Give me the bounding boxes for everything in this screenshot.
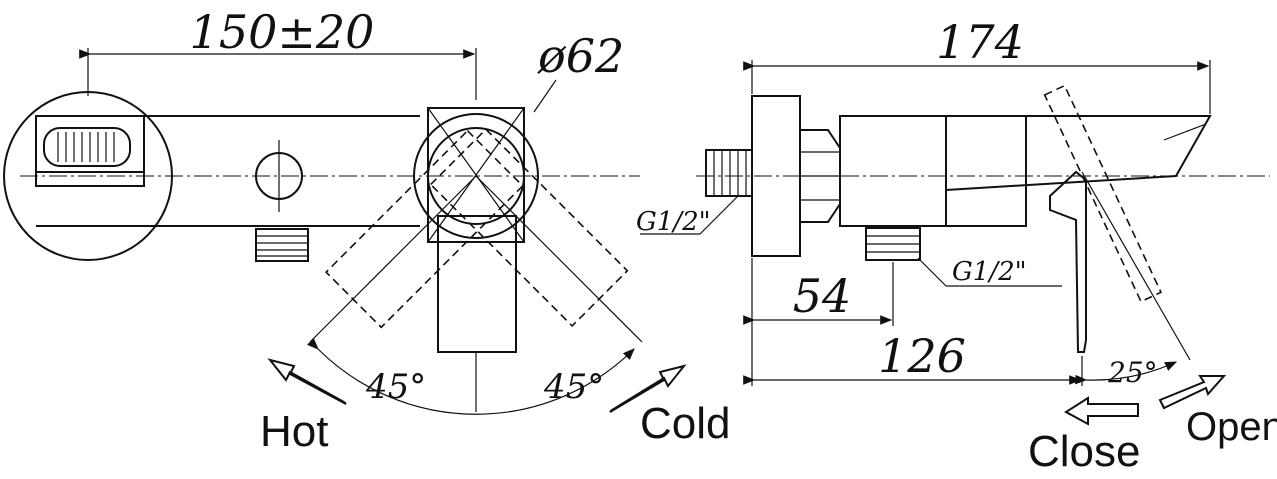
handle-cold-position [429,128,629,328]
aerator-ribs [57,132,115,162]
length-dimension: 174 [936,15,1024,69]
angle-arc-side [1075,361,1178,385]
cartridge-circle [413,113,539,239]
lever-arm [437,215,517,353]
spout [945,115,1212,191]
front-view: 150±20 ø62 45° 45° Hot Cold [3,5,731,456]
inlet-thread [705,149,753,197]
close-arrow-icon [1064,396,1139,426]
dimension-54: 54 [793,269,852,323]
thread-outlet-label: G1/2" [952,257,1027,287]
open-label: Open [1186,405,1277,449]
body-side [839,115,947,227]
close-label: Close [1028,427,1141,476]
diameter-dimension: ø62 [537,29,624,83]
lever-handle [427,107,525,243]
handle-hot-position [324,129,524,329]
cold-arrow-icon [609,364,687,413]
lever-side [1049,170,1087,353]
aerator-slot [43,127,131,167]
cold-label: Cold [640,399,731,448]
angle-arc [306,337,635,415]
angle-cold: 45° [543,367,604,407]
side-view: 174 54 126 25° G1/2" G1/2" Close Open [636,15,1277,476]
dimension-126: 126 [878,329,966,383]
lever-open-position [1043,84,1163,303]
bottom-outlet-nozzle [255,228,309,262]
hot-arrow-icon [267,358,347,405]
open-arrow-icon [1158,375,1227,410]
hot-label: Hot [260,407,328,456]
width-dimension: 150±20 [190,5,375,59]
outlet-box [35,115,145,187]
angle-hot: 45° [365,367,426,407]
thread-inlet-label: G1/2" [636,207,711,237]
angle-25: 25° [1107,356,1158,389]
